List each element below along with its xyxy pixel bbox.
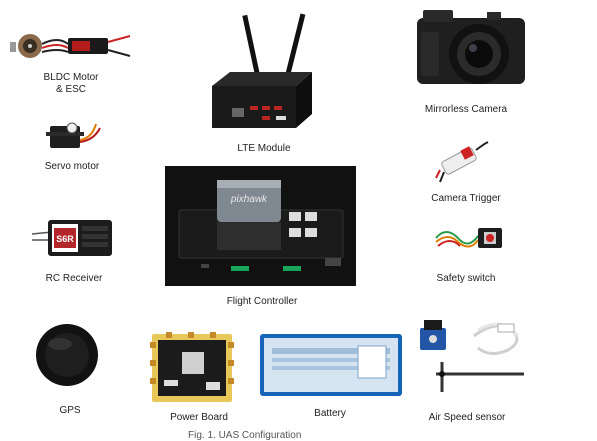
safety-switch-label: Safety switch xyxy=(437,273,496,285)
battery-image xyxy=(258,332,404,398)
gps-image xyxy=(32,320,102,390)
bldc-label-line2: & ESC xyxy=(43,84,98,96)
camera-trigger-image xyxy=(436,140,492,184)
safety-switch-image xyxy=(432,220,512,260)
camera-trigger-label: Camera Trigger xyxy=(431,193,500,205)
gps-label: GPS xyxy=(59,405,80,417)
battery-label: Battery xyxy=(314,408,346,420)
fc-brand-text: pixhawk xyxy=(230,194,268,205)
figure-caption: Fig. 1. UAS Configuration xyxy=(188,430,301,441)
power-board-image xyxy=(148,330,236,406)
rc-receiver-image: S6R xyxy=(28,212,120,262)
air-speed-sensor-label: Air Speed sensor xyxy=(429,412,506,424)
lte-module-label: LTE Module xyxy=(237,143,290,155)
bldc-motor-esc-label: BLDC Motor & ESC xyxy=(43,72,98,96)
rc-receiver-label: RC Receiver xyxy=(46,273,103,285)
bldc-motor-esc-image xyxy=(8,30,133,70)
lte-module-image xyxy=(204,10,324,138)
flight-controller-label: Flight Controller xyxy=(227,296,298,308)
rc-brand-text: S6R xyxy=(56,234,74,244)
mirrorless-camera-label: Mirrorless Camera xyxy=(425,104,507,116)
bldc-label-line1: BLDC Motor xyxy=(43,72,98,84)
servo-motor-label: Servo motor xyxy=(45,161,99,173)
flight-controller-image: pixhawk xyxy=(165,166,356,286)
servo-motor-image xyxy=(44,118,104,154)
air-speed-sensor-image xyxy=(418,318,528,404)
mirrorless-camera-image xyxy=(415,8,527,90)
power-board-label: Power Board xyxy=(170,412,228,424)
